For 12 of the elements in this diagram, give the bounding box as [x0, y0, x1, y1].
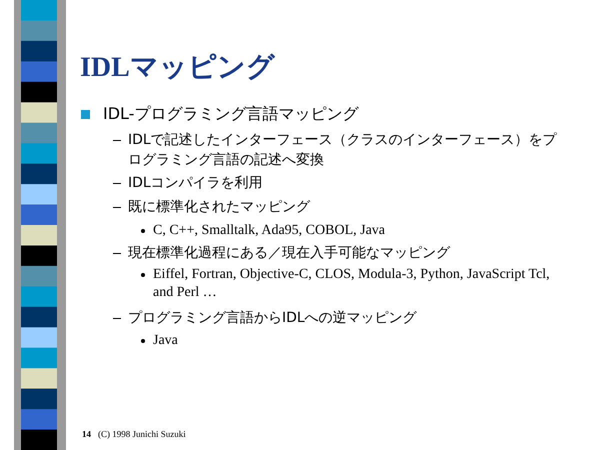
dash-item-text: IDLコンパイラを利用 [128, 174, 264, 193]
copyright-note: (C) 1998 Junichi Suzuki [98, 429, 186, 439]
bullet-heading: IDL-プログラミング言語マッピング [103, 104, 360, 125]
bullet-item-text: Eiffel, Fortran, Objective-C, CLOS, Modula-3, Python, JavaScript Tcl, and Perl … [153, 266, 551, 302]
bullet-item-text: Java [153, 332, 179, 350]
slide-title: IDLマッピング [80, 51, 275, 85]
dash-item-text: 既に標準化されたマッピング [128, 198, 312, 217]
dash-item-text: プログラミング言語からIDLへの逆マッピング [128, 309, 418, 328]
dash-item-text: IDLで記述したインターフェース（クラスのインターフェース）をプログラミング言語の記述へ変換 [128, 131, 558, 170]
bullet-item-text: C, C++, Smalltalk, Ada95, COBOL, Java [153, 222, 386, 240]
page-number: 14 [82, 429, 91, 439]
dash-item-text: 現在標準化過程にある／現在入手可能なマッピング [128, 244, 452, 263]
